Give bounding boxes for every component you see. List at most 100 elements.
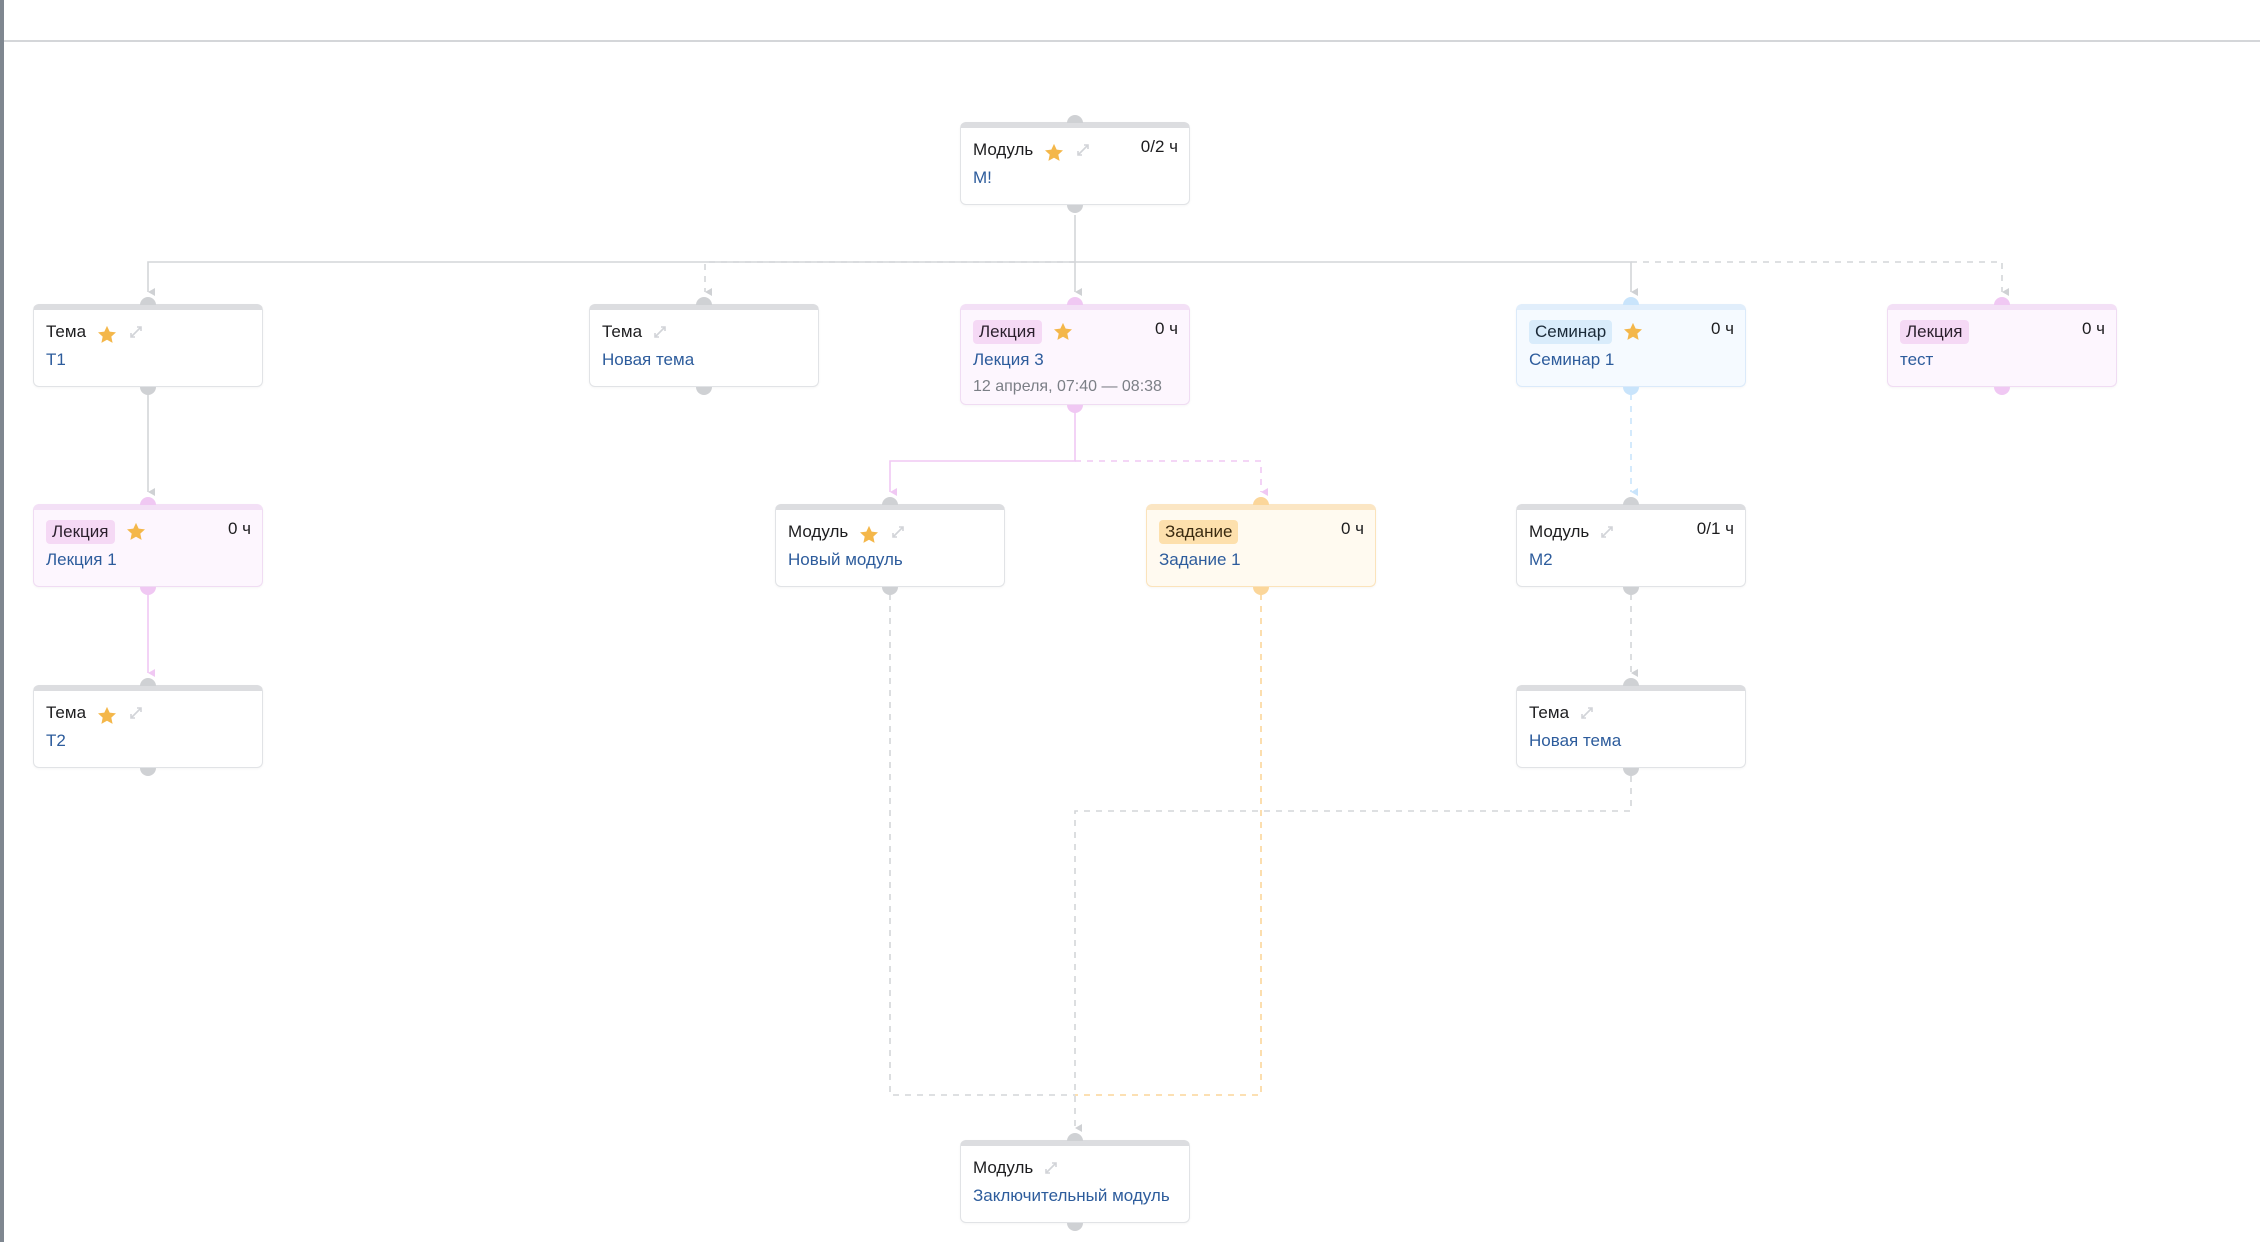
input-port[interactable] <box>140 297 156 305</box>
node-module-final[interactable]: Модуль Заключительный модуль <box>960 1133 1190 1231</box>
node-type-label: Тема <box>602 322 643 341</box>
expand-icon[interactable] <box>128 324 144 340</box>
star-icon[interactable] <box>125 521 147 543</box>
edge-lecture3-task1 <box>1075 460 1268 496</box>
input-port[interactable] <box>1067 115 1083 123</box>
edge-lecture3-new-module <box>889 412 1076 496</box>
hours-value: 0 ч <box>1340 519 1364 538</box>
node-title-link[interactable]: М2 <box>1529 550 1553 569</box>
node-module-m1[interactable]: Модуль 0/2 ч М! <box>960 115 1190 213</box>
node-type-label: Тема <box>1529 703 1570 722</box>
hours-value: 0/2 ч <box>1140 137 1178 156</box>
node-title-link[interactable]: Заключительный модуль <box>973 1186 1170 1205</box>
top-toolbar <box>4 0 2260 42</box>
edge-task1-final <box>1075 594 1262 1096</box>
input-port[interactable] <box>1067 297 1083 305</box>
hours-value: 0 ч <box>227 519 251 538</box>
output-port[interactable] <box>1994 387 2010 395</box>
edge-topic-final <box>1074 776 1632 1132</box>
node-title-link[interactable]: Новый модуль <box>788 550 903 569</box>
node-type-label: Тема <box>46 703 87 722</box>
node-title-link[interactable]: Новая тема <box>1529 731 1622 750</box>
input-port[interactable] <box>1253 497 1269 505</box>
input-port[interactable] <box>1623 297 1639 305</box>
input-port[interactable] <box>1623 497 1639 505</box>
output-port[interactable] <box>1623 587 1639 595</box>
node-task-1[interactable]: Задание 0 ч Задание 1 <box>1146 497 1376 595</box>
expand-icon[interactable] <box>890 524 906 540</box>
node-title-link[interactable]: Лекция 3 <box>973 350 1044 369</box>
star-icon[interactable] <box>858 524 880 546</box>
output-port[interactable] <box>140 587 156 595</box>
output-port[interactable] <box>1067 405 1083 413</box>
input-port[interactable] <box>1994 297 2010 305</box>
star-icon[interactable] <box>96 324 118 346</box>
input-port[interactable] <box>882 497 898 505</box>
node-title-link[interactable]: Лекция 1 <box>46 550 117 569</box>
output-port[interactable] <box>140 768 156 776</box>
edge-new-module-final <box>889 594 1075 1096</box>
node-type-chip: Лекция <box>973 320 1042 344</box>
hours-value: 0 ч <box>1710 319 1734 338</box>
node-lecture-3[interactable]: Лекция 0 ч Лекция 3 12 апреля, 07:40 — 0… <box>960 297 1190 413</box>
star-icon[interactable] <box>1052 321 1074 343</box>
input-port[interactable] <box>140 678 156 686</box>
output-port[interactable] <box>1253 587 1269 595</box>
node-topic-t2[interactable]: Тема Т2 <box>33 678 263 776</box>
input-port[interactable] <box>1623 678 1639 686</box>
expand-icon[interactable] <box>652 324 668 340</box>
hours-value: 0/1 ч <box>1696 519 1734 538</box>
output-port[interactable] <box>1067 1223 1083 1231</box>
node-type-chip: Семинар <box>1529 320 1613 344</box>
node-title-link[interactable]: тест <box>1900 350 1934 369</box>
node-title-link[interactable]: Новая тема <box>602 350 695 369</box>
star-icon[interactable] <box>1043 142 1065 164</box>
node-title-link[interactable]: Т2 <box>46 731 66 750</box>
output-port[interactable] <box>882 587 898 595</box>
schedule-time: 12 апреля, 07:40 — 08:38 <box>973 378 1162 395</box>
left-edge-strip <box>0 0 4 1242</box>
node-module-new[interactable]: Модуль Новый модуль <box>775 497 1005 595</box>
input-port[interactable] <box>140 497 156 505</box>
node-topic-new[interactable]: Тема Новая тема <box>589 297 819 395</box>
node-title-link[interactable]: Т1 <box>46 350 66 369</box>
node-type-label: Модуль <box>1529 522 1590 541</box>
node-topic-t1[interactable]: Тема Т1 <box>33 297 263 395</box>
node-type-label: Модуль <box>788 522 849 541</box>
node-lecture-test[interactable]: Лекция 0 ч тест <box>1887 297 2117 395</box>
edge-m1-new-topic <box>704 261 1075 296</box>
output-port[interactable] <box>696 387 712 395</box>
output-port[interactable] <box>1067 205 1083 213</box>
node-type-chip: Лекция <box>46 520 115 544</box>
node-seminar-1[interactable]: Семинар 0 ч Семинар 1 <box>1516 297 1746 395</box>
hours-value: 0 ч <box>1154 319 1178 338</box>
node-type-chip: Лекция <box>1900 320 1969 344</box>
edge-m1-t1 <box>147 215 1076 296</box>
star-icon[interactable] <box>1622 321 1644 343</box>
node-type-label: Модуль <box>973 1158 1034 1177</box>
hours-value: 0 ч <box>2081 319 2105 338</box>
output-port[interactable] <box>1623 387 1639 395</box>
input-port[interactable] <box>1067 1133 1083 1141</box>
node-type-label: Тема <box>46 322 87 341</box>
node-topic-new-m2[interactable]: Тема Новая тема <box>1516 678 1746 776</box>
node-lecture-1[interactable]: Лекция 0 ч Лекция 1 <box>33 497 263 595</box>
expand-icon[interactable] <box>1043 1160 1059 1176</box>
node-type-chip: Задание <box>1159 520 1239 544</box>
input-port[interactable] <box>696 297 712 305</box>
expand-icon[interactable] <box>1579 705 1595 721</box>
edge-m1-seminar1 <box>1075 261 1638 296</box>
node-title-link[interactable]: Задание 1 <box>1159 550 1241 569</box>
node-module-m2[interactable]: Модуль 0/1 ч М2 <box>1516 497 1746 595</box>
edge-m1-test <box>1631 261 2009 296</box>
node-title-link[interactable]: Семинар 1 <box>1529 350 1615 369</box>
expand-icon[interactable] <box>128 705 144 721</box>
expand-icon[interactable] <box>1075 142 1091 158</box>
output-port[interactable] <box>140 387 156 395</box>
node-title-link[interactable]: М! <box>973 168 992 187</box>
output-port[interactable] <box>1623 768 1639 776</box>
expand-icon[interactable] <box>1599 524 1615 540</box>
node-type-label: Модуль <box>973 140 1034 159</box>
star-icon[interactable] <box>96 705 118 727</box>
